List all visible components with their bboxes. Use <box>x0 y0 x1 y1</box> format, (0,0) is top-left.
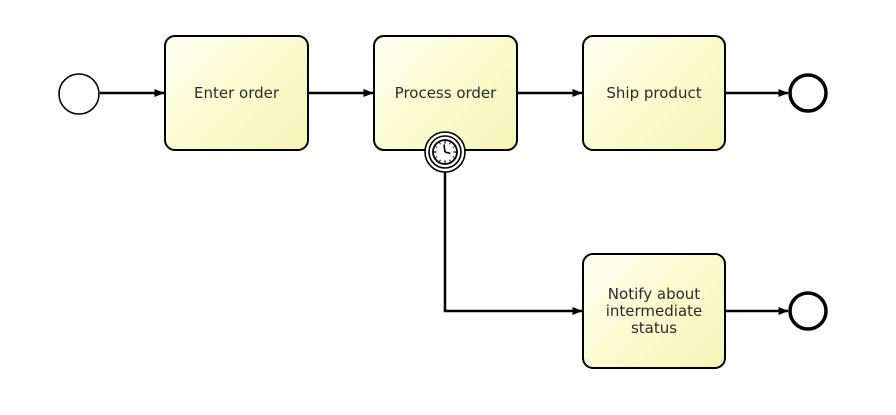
end-event-main[interactable] <box>788 73 828 113</box>
clock-icon <box>432 139 458 165</box>
task-enter-order[interactable]: Enter order <box>164 35 309 151</box>
task-enter-order-label: Enter order <box>193 83 280 102</box>
end-event-notify[interactable] <box>788 291 828 331</box>
task-notify-status-label: Notify about intermediate status <box>605 284 703 337</box>
task-ship-product[interactable]: Ship product <box>582 35 726 151</box>
start-event[interactable] <box>58 73 100 115</box>
task-ship-product-label: Ship product <box>606 83 702 102</box>
task-notify-status[interactable]: Notify about intermediate status <box>582 253 726 369</box>
flow-timer-to-notify[interactable] <box>443 172 583 315</box>
timer-boundary-event[interactable] <box>423 130 467 174</box>
task-process-order-label: Process order <box>394 83 497 102</box>
